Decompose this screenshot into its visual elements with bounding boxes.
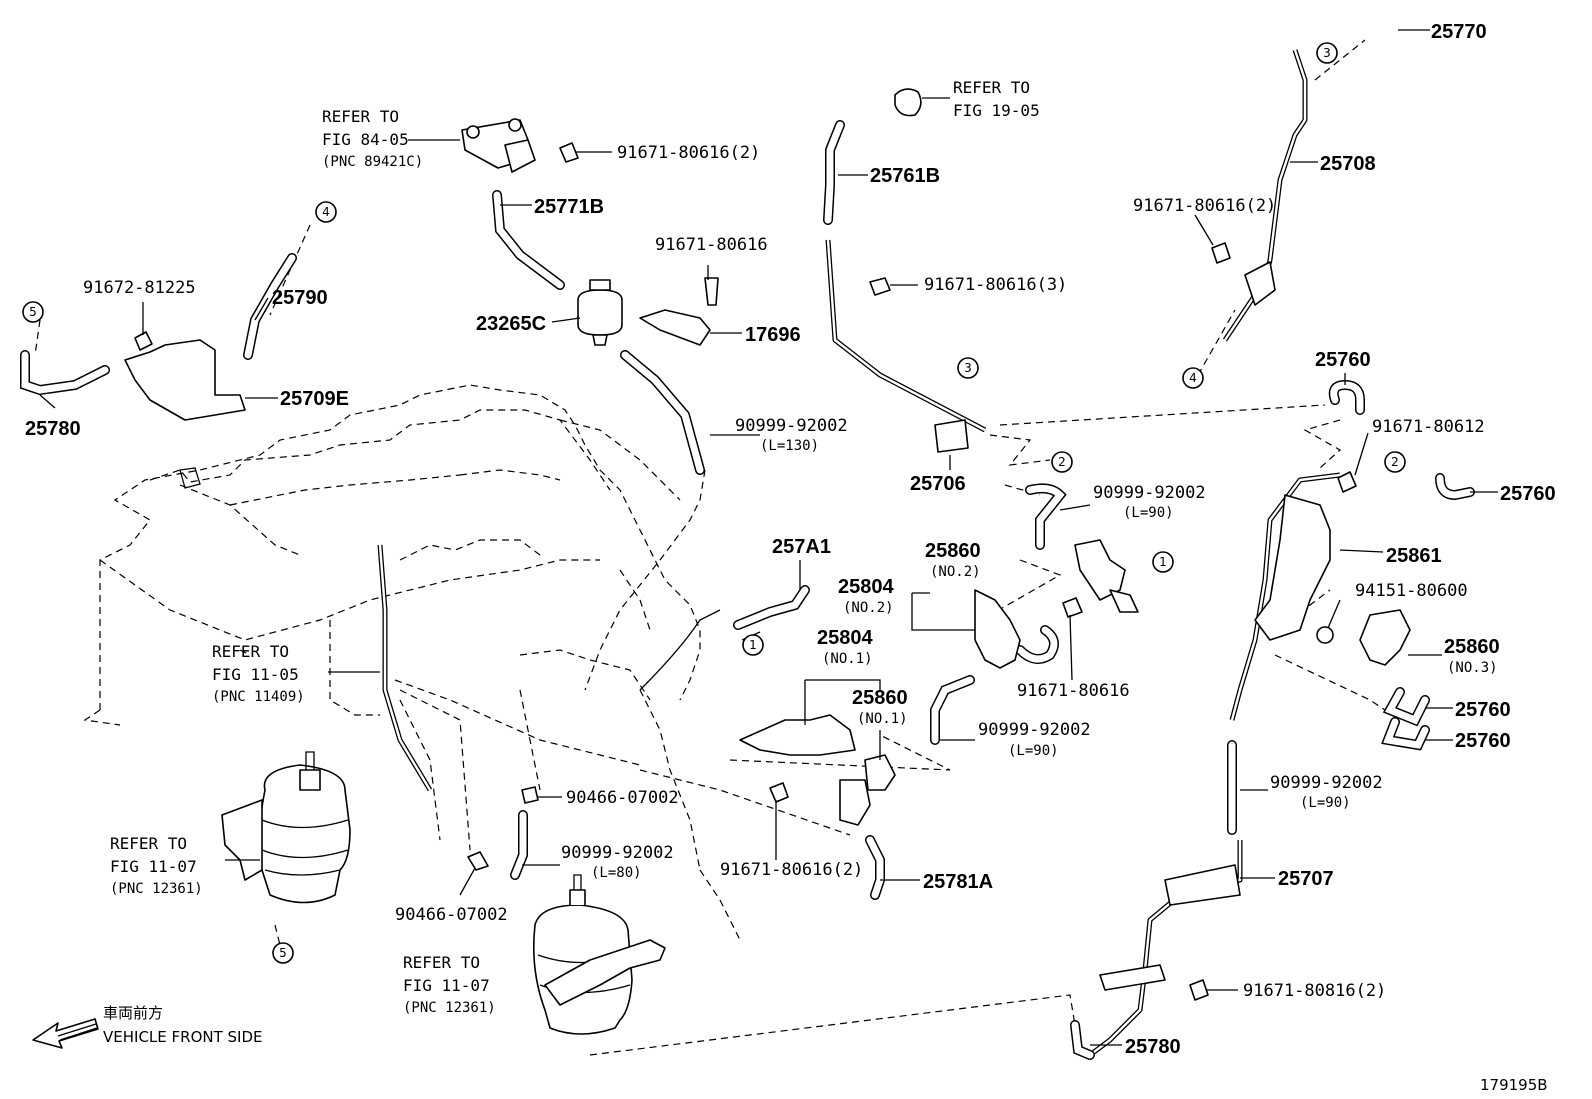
- engine-mount-left: [221, 751, 351, 904]
- part-25860-no3: 25860: [1444, 636, 1500, 658]
- part-25861: 25861: [1386, 545, 1442, 567]
- length-l90-c: (L=90): [1300, 795, 1351, 811]
- refer-labels: REFER TO FIG 84-05 (PNC 89421C) REFER TO…: [110, 78, 1040, 1016]
- part-labels: 25770 25708 91671-80616(2) 25761B 91671-…: [25, 21, 1556, 1058]
- ref-1105-line2: FIG 11-05: [212, 665, 299, 684]
- part-25770: 25770: [1431, 21, 1487, 43]
- part-25804-no2: 25804: [838, 576, 894, 598]
- ref-8405-line1: REFER TO: [322, 107, 399, 126]
- ref-1107a-pnc: (PNC 12361): [110, 881, 203, 897]
- components: [124, 88, 1411, 1001]
- engine-mount-bottom: [533, 874, 666, 1035]
- part-25760-right: 25760: [1500, 483, 1556, 505]
- part-91671-80616-c: 91671-80616: [1017, 681, 1130, 701]
- part-25761B: 25761B: [870, 165, 940, 187]
- ref-8405-line2: FIG 84-05: [322, 130, 409, 149]
- part-25860-no2: 25860: [925, 540, 981, 562]
- callout-1: 1: [1159, 555, 1167, 569]
- label-no1-b: (NO.1): [857, 711, 908, 727]
- part-25780-bottom: 25780: [1125, 1036, 1181, 1058]
- part-90999-92002-l90-c: 90999-92002: [1270, 773, 1383, 793]
- ref-1107a-line1: REFER TO: [110, 834, 187, 853]
- part-257A1: 257A1: [772, 536, 831, 558]
- callout-3: 3: [964, 361, 972, 375]
- front-label-en: VEHICLE FRONT SIDE: [103, 1028, 263, 1046]
- part-94151-80600: 94151-80600: [1355, 581, 1468, 601]
- callout-1: 1: [749, 638, 757, 652]
- callout-2: 2: [1391, 455, 1399, 469]
- ref-1107b-line1: REFER TO: [403, 953, 480, 972]
- part-25860-no1: 25860: [852, 687, 908, 709]
- vehicle-front-arrow: [32, 1018, 99, 1049]
- ref-1105-pnc: (PNC 11409): [212, 689, 305, 705]
- part-91671-80616-2-top: 91671-80616(2): [617, 143, 760, 163]
- part-91671-80612: 91671-80612: [1372, 417, 1485, 437]
- ref-1107b-line2: FIG 11-07: [403, 976, 490, 995]
- callout-3: 3: [1323, 46, 1331, 60]
- callout-5: 5: [279, 946, 287, 960]
- label-no2-b: (NO.2): [843, 600, 894, 616]
- callout-4: 4: [322, 205, 330, 219]
- label-no1-a: (NO.1): [822, 651, 873, 667]
- dashed-connections: [34, 39, 1401, 1056]
- hoses: [20, 120, 1475, 900]
- part-91671-80816-2: 91671-80816(2): [1243, 981, 1386, 1001]
- part-25707: 25707: [1278, 868, 1334, 890]
- ref-1905-line1: REFER TO: [953, 78, 1030, 97]
- length-l90-b: (L=90): [1008, 743, 1059, 759]
- leader-lines: [39, 29, 1498, 1046]
- part-25771B: 25771B: [534, 196, 604, 218]
- ref-1107a-line2: FIG 11-07: [110, 857, 197, 876]
- part-25708: 25708: [1320, 153, 1376, 175]
- part-91671-80616-2-bot: 91671-80616(2): [720, 860, 863, 880]
- part-91671-80616-mid: 91671-80616: [655, 235, 768, 255]
- ref-1905-line2: FIG 19-05: [953, 101, 1040, 120]
- part-90999-92002-l90-a: 90999-92002: [1093, 483, 1206, 503]
- engine-outline: [83, 384, 741, 941]
- label-no3: (NO.3): [1447, 660, 1498, 676]
- part-25760-top: 25760: [1315, 349, 1371, 371]
- part-91671-80616-2-tr: 91671-80616(2): [1133, 196, 1276, 216]
- circle-callouts: 3 4 5 3 4 2 2 1 1 5: [22, 42, 1406, 964]
- front-label-jp: 車両前方: [103, 1004, 163, 1022]
- part-90466-07002-a: 90466-07002: [566, 788, 679, 808]
- part-25709E: 25709E: [280, 388, 349, 410]
- part-90999-92002-l130: 90999-92002: [735, 416, 848, 436]
- pipes: [377, 49, 1341, 1060]
- part-90999-92002-l90-b: 90999-92002: [978, 720, 1091, 740]
- ref-1107b-pnc: (PNC 12361): [403, 1000, 496, 1016]
- ref-1105-line1: REFER TO: [212, 642, 289, 661]
- part-91671-80616-3: 91671-80616(3): [924, 275, 1067, 295]
- part-25780-left: 25780: [25, 418, 81, 440]
- length-l90-a: (L=90): [1123, 505, 1174, 521]
- part-90466-07002-b: 90466-07002: [395, 905, 508, 925]
- part-25760-b2: 25760: [1455, 730, 1511, 752]
- diagram-id: 179195B: [1480, 1076, 1548, 1094]
- part-25781A: 25781A: [923, 871, 993, 893]
- label-no2-a: (NO.2): [930, 564, 981, 580]
- part-25760-b1: 25760: [1455, 699, 1511, 721]
- callout-2: 2: [1058, 455, 1066, 469]
- part-25706: 25706: [910, 473, 966, 495]
- part-25790: 25790: [272, 287, 328, 309]
- part-17696: 17696: [745, 324, 801, 346]
- part-23265C: 23265C: [476, 313, 546, 335]
- ref-8405-pnc: (PNC 89421C): [322, 154, 423, 170]
- callout-4: 4: [1189, 371, 1197, 385]
- part-25804-no1: 25804: [817, 627, 873, 649]
- length-l80: (L=80): [591, 865, 642, 881]
- part-91672-81225: 91672-81225: [83, 278, 196, 298]
- part-90999-92002-l80: 90999-92002: [561, 843, 674, 863]
- callout-5: 5: [29, 305, 37, 319]
- length-l130: (L=130): [760, 438, 819, 454]
